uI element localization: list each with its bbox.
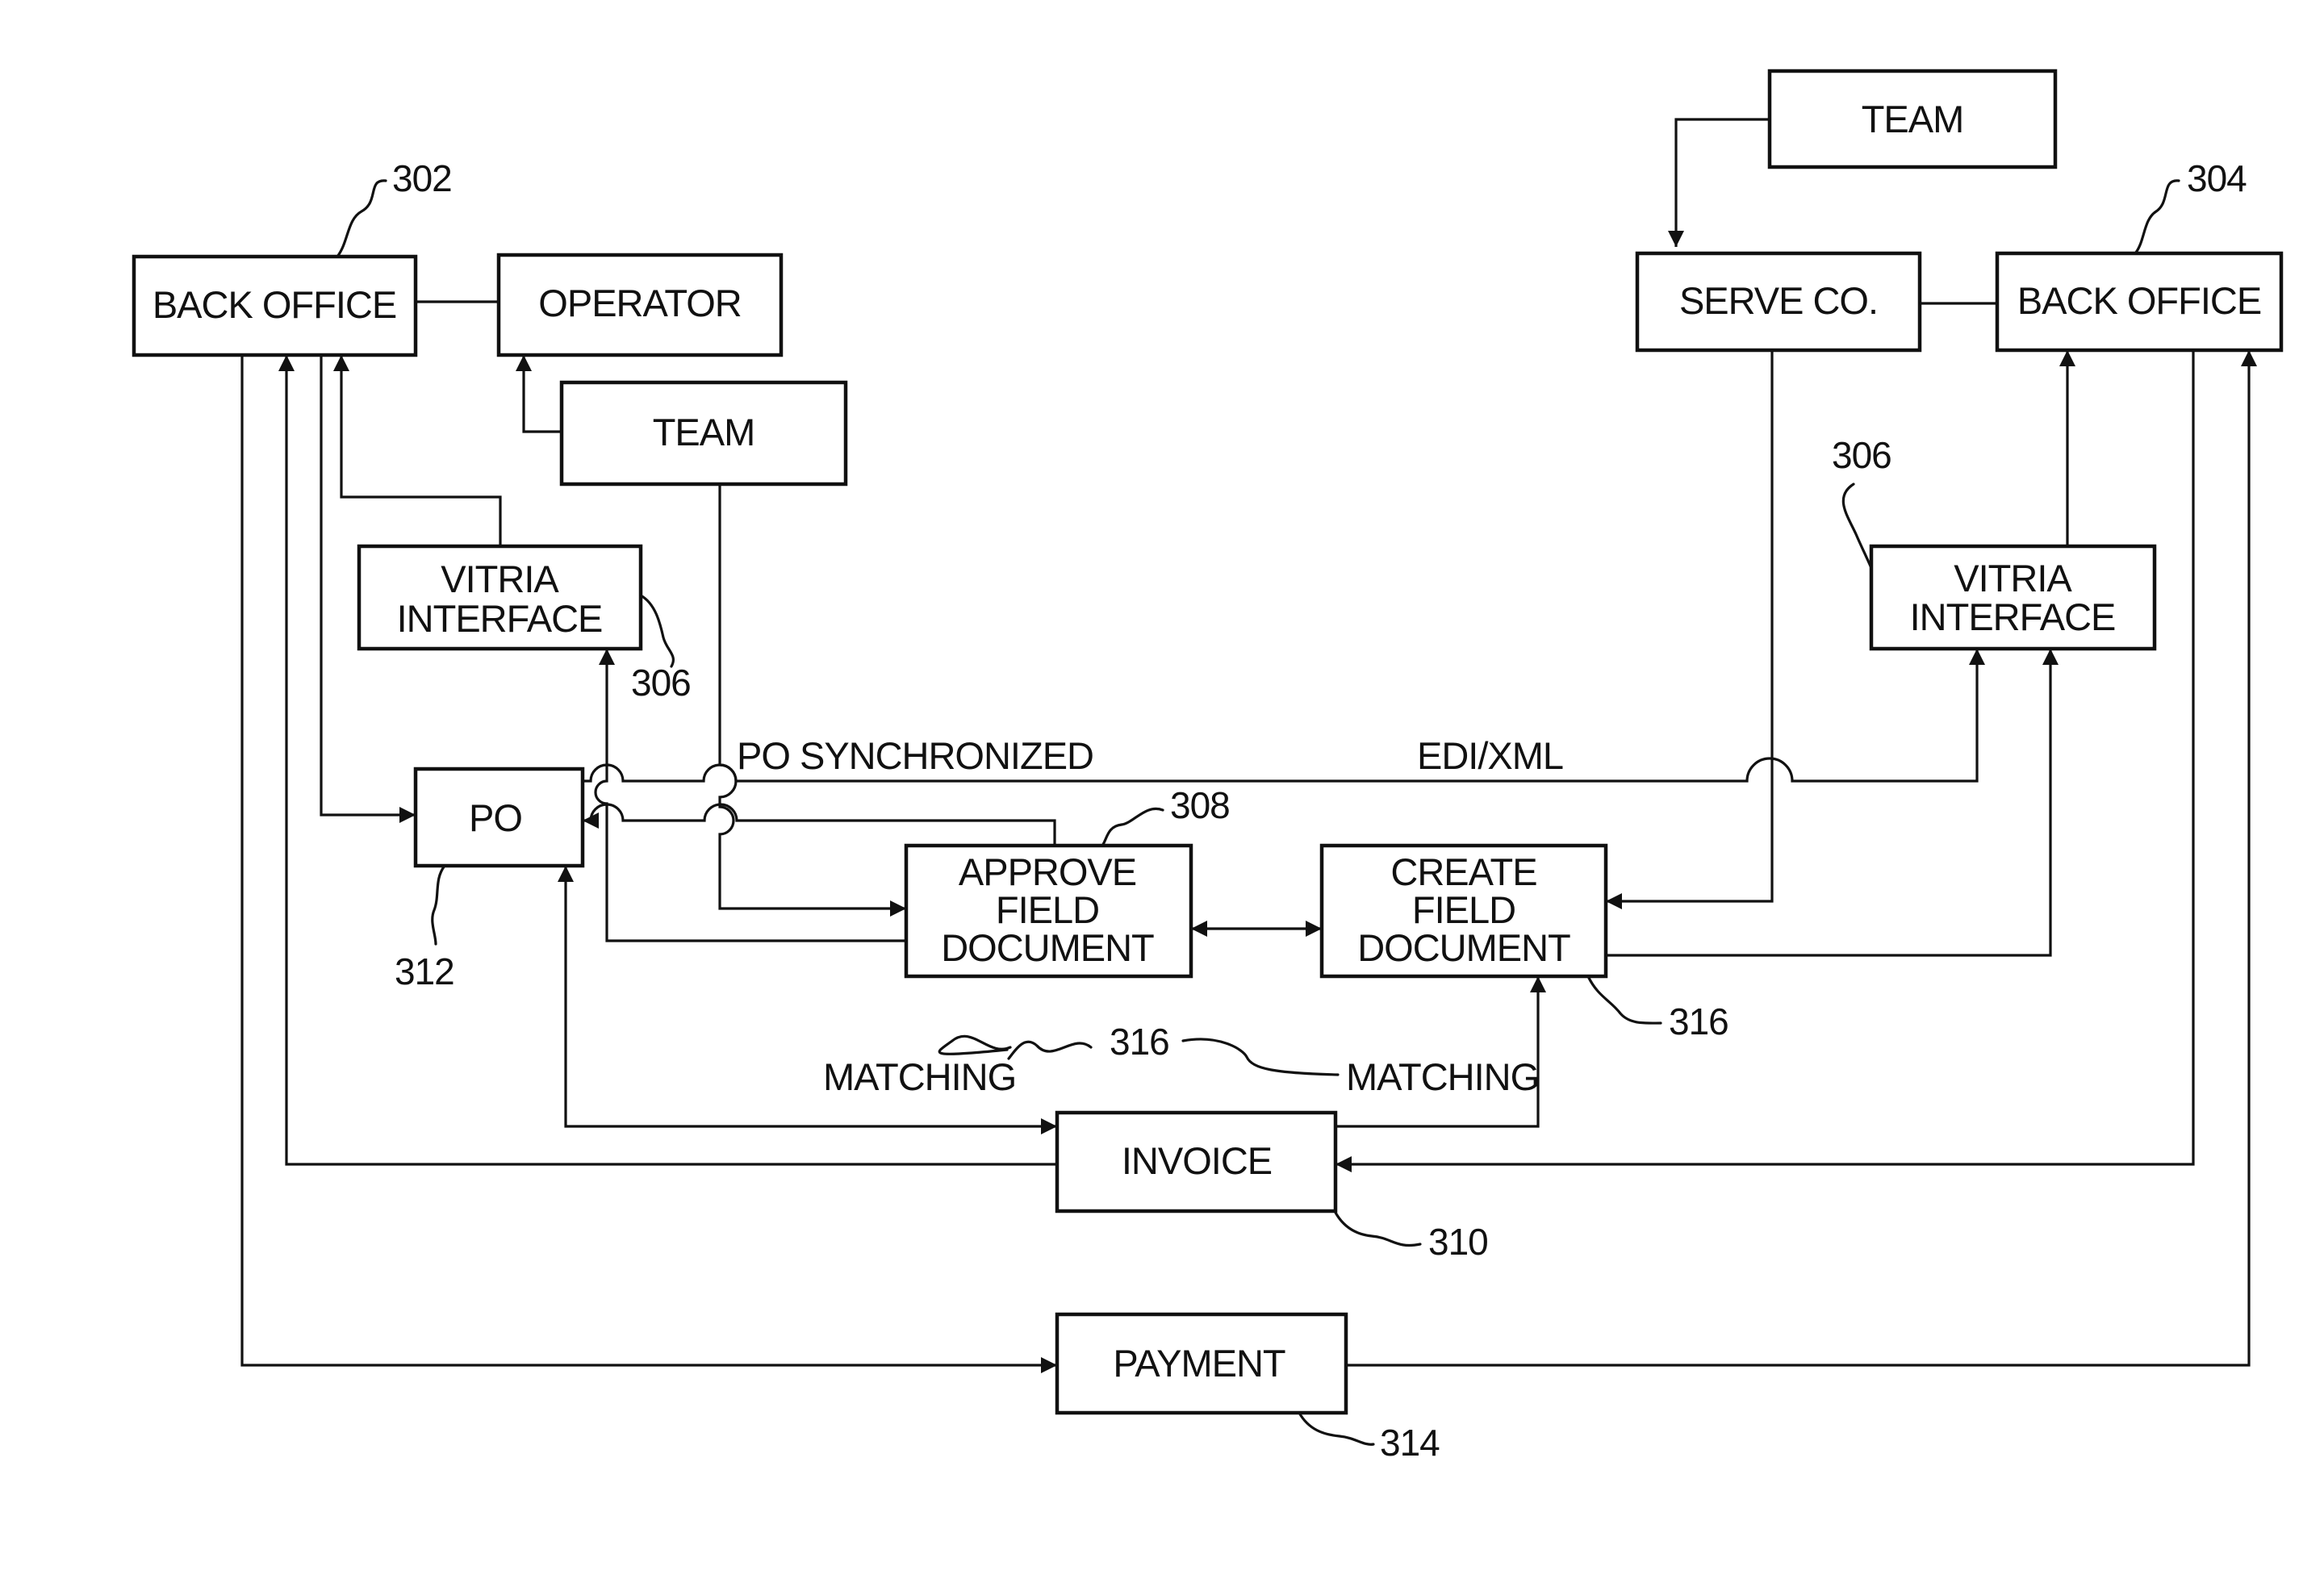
node-label-line-2: FIELD — [996, 888, 1099, 931]
node-label: INVOICE — [1122, 1139, 1272, 1182]
node-label-line-3: DOCUMENT — [1357, 926, 1570, 969]
node-label: BACK OFFICE — [153, 283, 396, 326]
connector-vitria-backoffice — [341, 355, 500, 546]
node-vitria-interface-left: VITRIA INTERFACE — [359, 546, 641, 649]
node-operator: OPERATOR — [499, 255, 781, 355]
leader-310 — [1335, 1211, 1420, 1245]
leader-matching-left-2 — [1009, 1042, 1091, 1059]
connector-team-approve — [720, 484, 906, 909]
ref-payment: 314 — [1380, 1422, 1440, 1464]
node-approve-field-document: APPROVE FIELD DOCUMENT — [906, 846, 1191, 976]
leader-312 — [433, 866, 445, 944]
node-team-left: TEAM — [562, 382, 846, 484]
node-label: SERVE CO. — [1679, 279, 1878, 322]
connector-team-serveco — [1676, 119, 1770, 247]
connector-create-vitria-right — [1606, 649, 2050, 955]
leader-306-left — [641, 595, 673, 666]
leader-314 — [1299, 1413, 1373, 1444]
ref-invoice: 310 — [1428, 1221, 1488, 1263]
node-create-field-document: CREATE FIELD DOCUMENT — [1322, 846, 1606, 976]
node-label: OPERATOR — [538, 282, 741, 324]
node-back-office-left: BACK OFFICE — [134, 257, 416, 355]
connector-invoice-create — [1335, 976, 1538, 1126]
node-label-line-1: CREATE — [1390, 850, 1536, 893]
node-vitria-interface-right: VITRIA INTERFACE — [1871, 546, 2155, 649]
leader-302 — [337, 181, 386, 257]
label-po-synchronized: PO SYNCHRONIZED — [737, 734, 1093, 777]
node-label-line-1: VITRIA — [1954, 557, 2072, 599]
leader-matching-left — [939, 1036, 1010, 1054]
node-back-office-right: BACK OFFICE — [1997, 253, 2281, 350]
node-po: PO — [416, 769, 583, 866]
ref-po: 312 — [395, 950, 454, 992]
label-edi-xml: EDI/XML — [1417, 734, 1563, 777]
node-serve-co: SERVE CO. — [1637, 253, 1920, 350]
label-matching-right: MATCHING — [1346, 1055, 1539, 1098]
connector-approve-po — [583, 804, 1055, 846]
node-team-right: TEAM — [1770, 71, 2055, 167]
label-matching-left: MATCHING — [823, 1055, 1016, 1098]
leader-matching-right — [1183, 1039, 1338, 1075]
connector-team-operator — [524, 355, 562, 432]
node-label: PO — [469, 796, 522, 839]
node-label: PAYMENT — [1113, 1342, 1285, 1385]
ref-back-office-right: 304 — [2187, 157, 2247, 199]
nodes: BACK OFFICE OPERATOR TEAM VITRIA INTERFA… — [134, 71, 2281, 1413]
node-label-line-2: FIELD — [1412, 888, 1515, 931]
leader-304 — [2135, 181, 2179, 253]
node-label-line-1: APPROVE — [959, 850, 1136, 893]
ref-approve: 308 — [1170, 784, 1230, 826]
leader-308 — [1102, 808, 1163, 846]
ref-vitria-left: 306 — [631, 662, 691, 704]
node-label-line-2: INTERFACE — [397, 597, 603, 640]
ref-vitria-right: 306 — [1832, 434, 1891, 476]
connector-serveco-create — [1606, 350, 1772, 901]
node-invoice: INVOICE — [1057, 1113, 1335, 1211]
leader-316-create — [1588, 976, 1661, 1023]
ref-matching: 316 — [1110, 1021, 1169, 1063]
node-label-line-1: VITRIA — [441, 558, 559, 600]
ref-back-office-left: 302 — [392, 157, 452, 199]
ref-create: 316 — [1669, 1000, 1728, 1042]
node-label-line-2: INTERFACE — [1910, 595, 2116, 638]
leader-306-right — [1843, 484, 1871, 568]
node-label: TEAM — [653, 411, 755, 453]
node-label: TEAM — [1862, 98, 1964, 140]
node-label-line-3: DOCUMENT — [941, 926, 1154, 969]
node-label: BACK OFFICE — [2017, 279, 2261, 322]
node-payment: PAYMENT — [1057, 1314, 1346, 1413]
